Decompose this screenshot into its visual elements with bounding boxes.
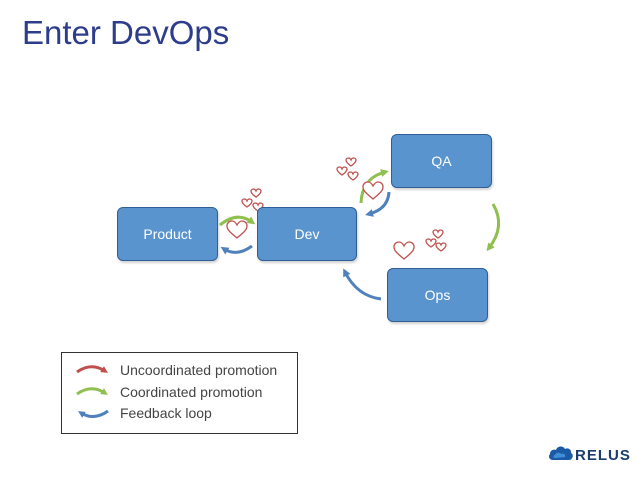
blue-arrow-icon <box>78 409 109 418</box>
arrow-product-to-dev <box>219 215 256 227</box>
heart-icon <box>432 229 444 239</box>
heart-icon <box>393 241 415 260</box>
heart-icon <box>435 242 447 252</box>
heart-icon <box>226 220 248 239</box>
node-dev: Dev <box>257 207 357 261</box>
legend-row-coordinated: Coordinated promotion <box>62 383 297 403</box>
legend-label-coordinated: Coordinated promotion <box>120 384 263 400</box>
heart-icon <box>347 171 359 181</box>
arrow-dev-to-product <box>220 244 253 255</box>
arrow-ops-to-dev <box>343 268 382 301</box>
heart-icon <box>336 166 348 176</box>
logo-text: RELUS <box>575 447 631 464</box>
legend-row-uncoordinated: Uncoordinated promotion <box>62 361 297 381</box>
legend-row-feedback: Feedback loop <box>62 404 297 424</box>
node-product: Product <box>117 207 218 261</box>
legend: Uncoordinated promotion Coordinated prom… <box>61 352 298 434</box>
heart-icon <box>345 157 357 167</box>
heart-icons <box>226 157 447 260</box>
cloud-icon <box>549 446 573 460</box>
red-arrow-icon <box>76 365 108 374</box>
heart-icon <box>250 188 262 198</box>
arrow-qa-to-dev <box>365 191 391 217</box>
slide-title: Enter DevOps <box>22 14 230 51</box>
legend-label-feedback: Feedback loop <box>120 405 212 421</box>
node-ops: Ops <box>387 268 488 322</box>
green-arrow-icon <box>76 387 108 396</box>
legend-label-uncoordinated: Uncoordinated promotion <box>120 362 278 378</box>
heart-icon <box>362 181 384 200</box>
arrow-qa-to-ops <box>486 203 501 252</box>
heart-icon <box>425 238 437 248</box>
heart-icon <box>241 198 253 208</box>
node-qa: QA <box>391 134 492 188</box>
